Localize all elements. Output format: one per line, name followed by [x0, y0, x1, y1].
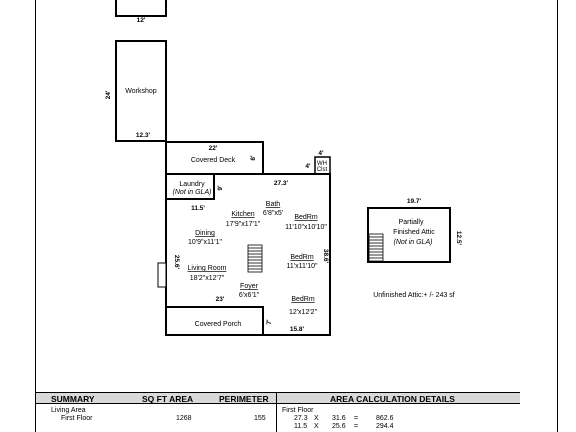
- room-bath: Bath: [266, 201, 281, 208]
- attic-stairs: [368, 233, 384, 262]
- detail-2-b: 25.6: [332, 423, 346, 430]
- detail-1-b: 31.6: [332, 415, 346, 422]
- attic-label-3: (Not in GLA): [394, 239, 433, 246]
- dim-workshop-24: 24': [105, 90, 112, 99]
- row-first-floor-perimeter: 155: [254, 415, 266, 422]
- page-border: [35, 0, 558, 432]
- summary-table: SUMMARY SQ FT AREA PERIMETER AREA CALCUL…: [36, 392, 520, 432]
- dim-porch-7: 7': [266, 319, 273, 325]
- header-area-calc: AREA CALCULATION DETAILS: [330, 394, 455, 404]
- room-living-room: Living Room: [188, 265, 227, 272]
- laundry-not-in-gla: (Not in GLA): [173, 189, 212, 196]
- covered-porch-outline: [166, 306, 264, 335]
- detail-2-op: X: [314, 423, 319, 430]
- room-foyer: Foyer: [240, 283, 259, 290]
- dim-deck-8: 8': [250, 155, 257, 161]
- dim-house-38-6: 38.6': [322, 249, 329, 264]
- dim-clst-4b: 4': [305, 163, 311, 170]
- workshop-outline: [115, 40, 167, 142]
- details-title: First Floor: [282, 407, 314, 414]
- row-first-floor: First Floor: [61, 415, 93, 422]
- attic-outline: [367, 207, 451, 263]
- header-summary: SUMMARY: [51, 394, 95, 404]
- dim-deck-22: 22': [209, 145, 218, 152]
- dim-house-25-6: 25.6': [173, 255, 180, 270]
- bedrm-3-size: 12'x12'2": [289, 309, 318, 316]
- dim-house-27-3: 27.3': [274, 180, 289, 187]
- room-bedrm-2: BedRm: [290, 254, 314, 261]
- room-covered-porch: Covered Porch: [195, 321, 242, 328]
- dim-house-23: 23': [216, 296, 225, 303]
- unfinished-attic-note: Unfinished Attic:+ /- 243 sf: [373, 292, 455, 299]
- bath-size: 6'8"x5': [263, 210, 283, 217]
- attic-label-2: Finished Attic: [393, 229, 435, 236]
- dim-attic-19-7: 19.7': [407, 198, 422, 205]
- detail-2-a: 11.5: [294, 423, 308, 430]
- attic-label-1: Partially: [399, 219, 424, 226]
- dim-top-12: 12': [137, 17, 146, 24]
- room-wh: WH: [317, 161, 327, 167]
- kitchen-size: 17'9"x17'1": [226, 221, 261, 228]
- foyer-size: 6'x6'1": [239, 292, 260, 299]
- bedrm-1-size: 11'10"x10'10": [285, 224, 327, 231]
- room-kitchen: Kitchen: [231, 211, 254, 218]
- room-laundry: Laundry: [179, 181, 205, 188]
- summary-header: SUMMARY SQ FT AREA PERIMETER AREA CALCUL…: [36, 392, 520, 404]
- room-workshop: Workshop: [125, 88, 156, 95]
- top-structure-outline: [115, 0, 167, 17]
- dim-laundry-9: 9': [217, 185, 224, 191]
- detail-1-result: 862.6: [376, 415, 394, 422]
- detail-2-result: 294.4: [376, 423, 394, 430]
- dim-workshop-12-3: 12.3': [136, 132, 151, 139]
- row-living-area: Living Area: [51, 407, 86, 414]
- room-bedrm-1: BedRm: [294, 214, 318, 221]
- detail-1-a: 27.3: [294, 415, 308, 422]
- header-perimeter: PERIMETER: [219, 394, 269, 404]
- summary-divider: [276, 392, 277, 432]
- detail-1-op: X: [314, 415, 319, 422]
- dim-house-11-5: 11.5': [191, 205, 205, 212]
- dim-attic-12-5: 12.5': [455, 231, 462, 246]
- room-clst: Clst: [317, 167, 328, 173]
- main-stairs: [247, 244, 263, 273]
- dim-house-15-8: 15.8': [290, 326, 305, 333]
- bedrm-2-size: 11'x11'10": [287, 263, 318, 270]
- detail-2-eq: =: [354, 423, 359, 430]
- fireplace: [157, 262, 167, 288]
- room-bedrm-3: BedRm: [291, 296, 315, 303]
- dim-clst-4a: 4': [318, 150, 324, 157]
- row-first-floor-area: 1268: [176, 415, 192, 422]
- room-covered-deck: Covered Deck: [191, 157, 236, 164]
- header-sq-ft-area: SQ FT AREA: [142, 394, 194, 404]
- detail-1-eq: =: [354, 415, 359, 422]
- room-dining: Dining: [195, 230, 215, 237]
- dining-size: 10'9"x11'1": [188, 239, 222, 246]
- living-room-size: 18'2"x12'7": [190, 275, 225, 282]
